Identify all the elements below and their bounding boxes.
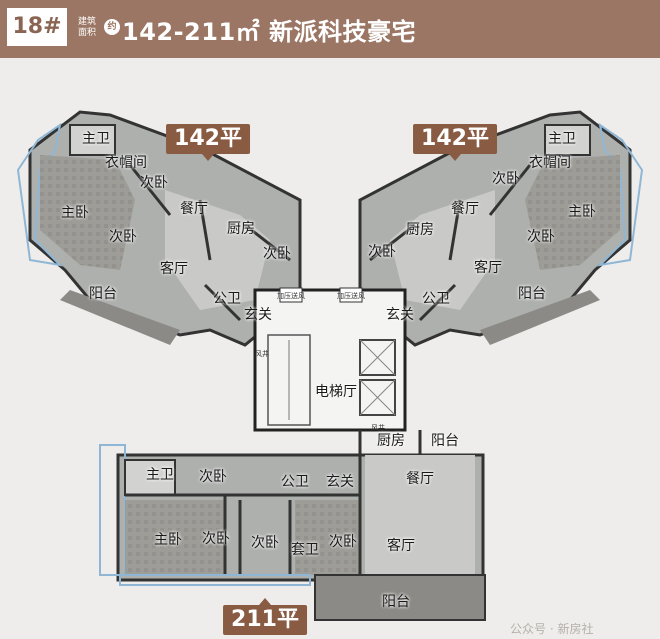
room-label: 餐厅 (180, 201, 208, 217)
bottom-unit-plan (99, 430, 486, 621)
room-label: 衣帽间 (529, 155, 571, 171)
room-label: 次卧 (202, 531, 230, 547)
room-label: 套卫 (291, 542, 319, 558)
room-label: 阳台 (431, 433, 459, 449)
unit-area-tag-bottom: 211平 (223, 598, 307, 635)
room-label: 电梯厅 (315, 384, 357, 400)
unit-area-tag-left: 142平 (166, 124, 250, 161)
area-label-line1: 建筑 (78, 17, 97, 27)
room-label: 公卫 (422, 291, 450, 307)
room-label: 主卫 (548, 131, 576, 147)
room-label: 厨房 (227, 221, 255, 237)
room-label: 主卧 (154, 532, 182, 548)
room-label: 客厅 (160, 261, 188, 277)
room-label: 次卧 (527, 229, 555, 245)
room-label: 次卧 (199, 469, 227, 485)
left-unit-plan (16, 110, 302, 347)
area-label-line2: 面积 (78, 28, 97, 38)
room-label: 阳台 (518, 286, 546, 302)
room-label: 玄关 (326, 474, 354, 490)
room-label: 餐厅 (406, 471, 434, 487)
room-label: 公卫 (213, 291, 241, 307)
watermark: 公众号 · 新房社 (510, 622, 594, 636)
room-label: 主卫 (146, 467, 174, 483)
room-label: 阳台 (89, 286, 117, 302)
room-label: 公卫 (281, 474, 309, 490)
room-label: 玄关 (386, 307, 414, 323)
room-label: 厨房 (377, 433, 405, 449)
building-number: 18# (7, 8, 67, 46)
room-label: 次卧 (109, 229, 137, 245)
room-label: 衣帽间 (105, 155, 147, 171)
room-label: 客厅 (474, 260, 502, 276)
room-label: 客厅 (387, 538, 415, 554)
room-label: 主卧 (568, 204, 596, 220)
room-label: 阳台 (382, 594, 410, 610)
room-label: 次卧 (263, 246, 291, 262)
room-label: 餐厅 (451, 201, 479, 217)
room-label: 次卧 (492, 171, 520, 187)
room-label: 玄关 (244, 307, 272, 323)
room-label: 主卫 (82, 131, 110, 147)
room-label-small: 风井 (371, 424, 385, 432)
room-label: 次卧 (329, 534, 357, 550)
room-label: 次卧 (368, 244, 396, 260)
room-label: 次卧 (140, 175, 168, 191)
room-label: 厨房 (406, 222, 434, 238)
unit-area-tag-right: 142平 (413, 124, 497, 161)
core-elevator-hall (253, 287, 407, 432)
page-title: 142-211㎡ 新派科技豪宅 (122, 18, 417, 46)
header-bar: 18# 建筑 面积 约 142-211㎡ 新派科技豪宅 (0, 0, 660, 58)
room-label: 次卧 (251, 535, 279, 551)
right-unit-plan (358, 110, 644, 347)
approx-badge: 约 (104, 19, 120, 35)
room-label-small: 加压送风 (337, 292, 365, 300)
room-label: 主卧 (61, 205, 89, 221)
room-label-small: 风井 (255, 350, 269, 358)
room-label-small: 加压送风 (277, 292, 305, 300)
